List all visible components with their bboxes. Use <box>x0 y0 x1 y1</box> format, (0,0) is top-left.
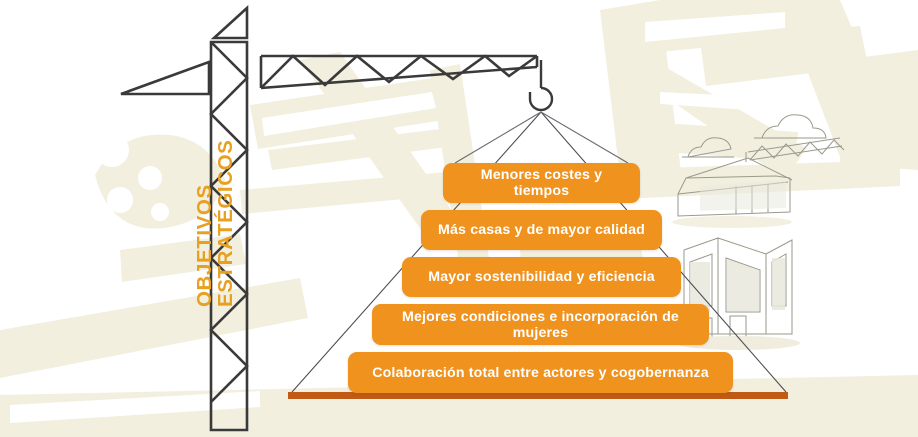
cloud-right <box>754 114 827 139</box>
objetivos-estrategicos-title: OBJETIVOS ESTRATÉGICOS <box>175 77 255 307</box>
side-title-line-2: ESTRATÉGICOS <box>214 139 237 307</box>
pyramid-level-2[interactable]: Más casas y de mayor calidad <box>421 210 662 250</box>
lifting-cables <box>454 111 629 164</box>
jib-truss <box>259 54 539 90</box>
cloud-left <box>682 137 734 158</box>
pyramid-level-3[interactable]: Mayor sostenibilidad y eficiencia <box>402 257 681 297</box>
hoist-hook <box>528 60 554 112</box>
pyramid-right-edge <box>540 111 787 393</box>
pyramid-level-5[interactable]: Colaboración total entre actores y cogob… <box>348 352 733 393</box>
pyramid-base-bar <box>288 392 788 399</box>
pyramid-level-4[interactable]: Mejores condiciones e incorporación de m… <box>372 304 709 345</box>
pyramid-left-edge <box>291 111 542 393</box>
mast-apex-triangle <box>210 5 249 40</box>
mast-tower <box>209 40 249 432</box>
side-title-line-1: OBJETIVOS <box>192 184 216 307</box>
counterweight-arm <box>120 60 211 96</box>
pyramid-level-1[interactable]: Menores costes y tiempos <box>443 163 640 203</box>
